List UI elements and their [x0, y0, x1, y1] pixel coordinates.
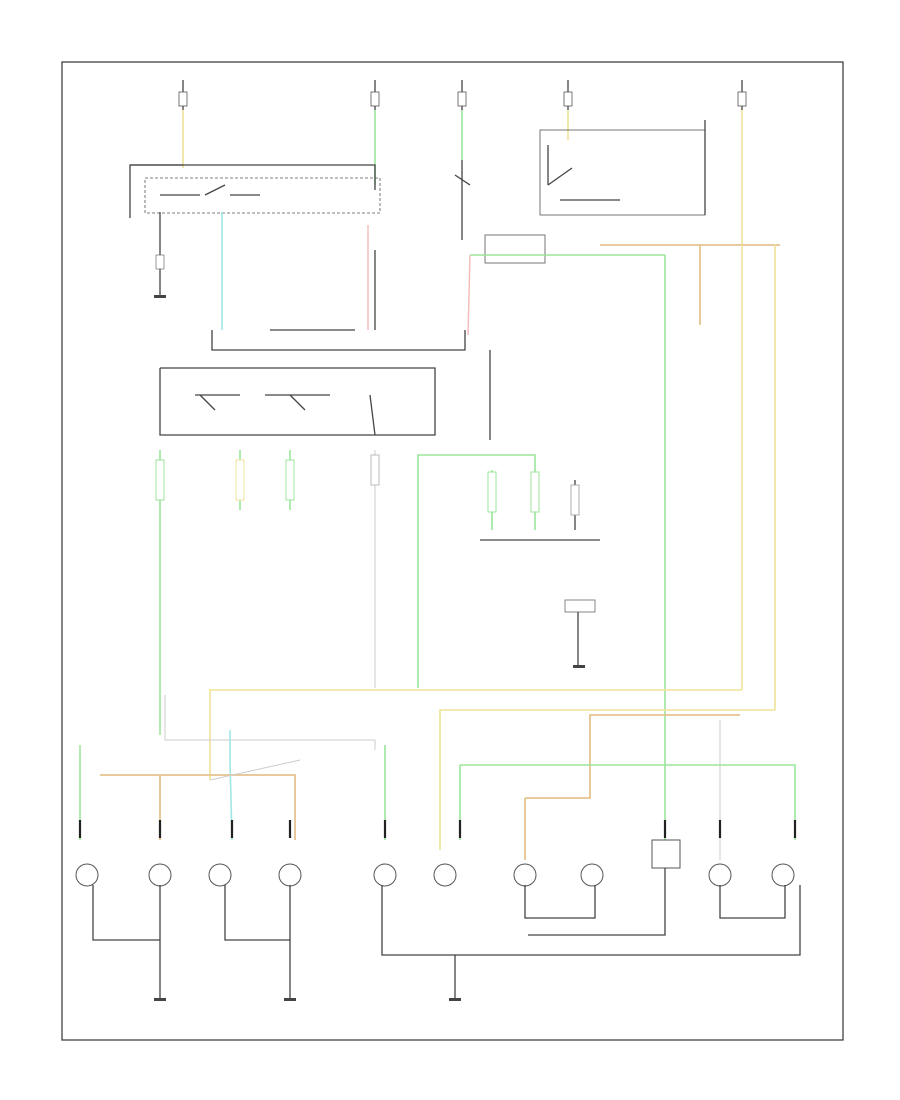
headlight-switch — [129, 164, 381, 330]
ground-returns — [92, 868, 801, 1001]
lamp-11 — [771, 863, 795, 887]
connectors — [78, 820, 797, 838]
diagram-border — [61, 61, 844, 1041]
lamp-row — [75, 839, 795, 887]
lamp-4 — [278, 863, 302, 887]
lamp-6 — [433, 863, 457, 887]
fuse-row — [178, 80, 747, 245]
lamp-3 — [208, 863, 232, 887]
lamp-9 — [651, 839, 681, 869]
bus-wires — [79, 689, 796, 860]
lamp-5 — [373, 863, 397, 887]
flasher-module — [539, 120, 706, 216]
lamp-2 — [148, 863, 172, 887]
middle-wires — [155, 245, 776, 840]
multifunction-switch — [159, 225, 466, 436]
lamp-10 — [708, 863, 732, 887]
lamp-1 — [75, 863, 99, 887]
stoplamp-switch — [454, 160, 780, 440]
lamp-7 — [513, 863, 537, 887]
lamp-8 — [580, 863, 604, 887]
